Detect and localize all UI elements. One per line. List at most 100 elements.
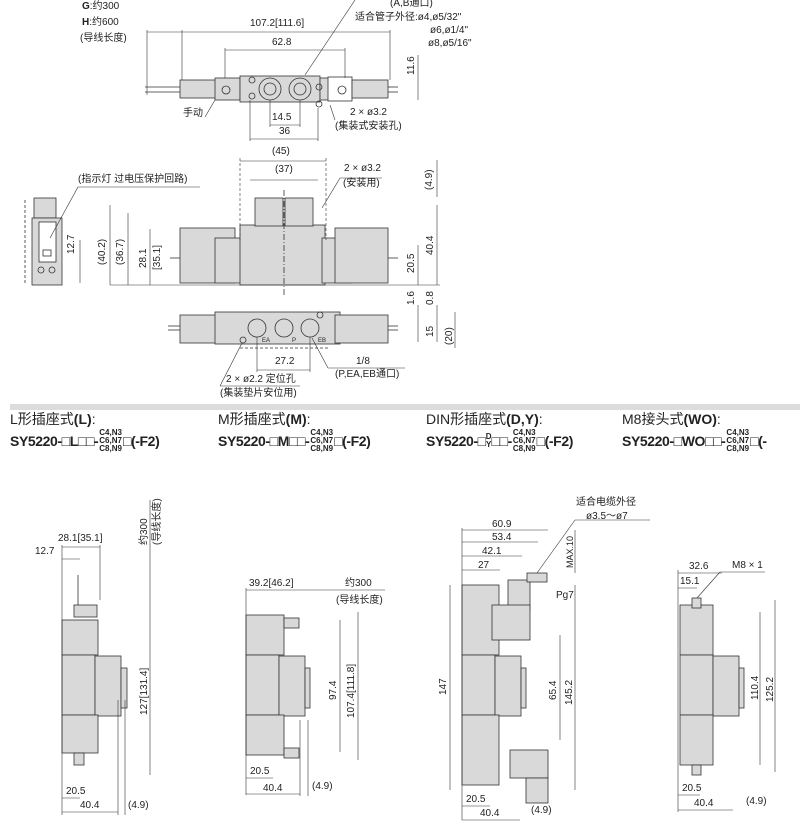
- din-cable-range: ø3.5～ø7: [586, 511, 628, 522]
- indicator-label: (指示灯 过电压保护回路): [78, 174, 188, 185]
- side-view-valve: [24, 197, 63, 286]
- h-value: :约600: [89, 17, 119, 28]
- pin-holes-note: (集装垫片安位用): [220, 388, 297, 399]
- bottom-dimensions: [219, 305, 456, 387]
- bottom-view-valve: [168, 311, 398, 349]
- dim-11-6: 11.6: [406, 56, 417, 75]
- m8-dim-15-1: 15.1: [680, 576, 700, 587]
- variant-title: DIN形插座式(D,Y):: [426, 412, 543, 427]
- din-dim-53-4: 53.4: [492, 532, 512, 543]
- code-prefix: SY5220-□L□□-: [10, 432, 99, 449]
- m-type-valve: [245, 614, 311, 759]
- dim-40-4: 40.4: [425, 235, 436, 255]
- code-suffix: □(-: [750, 432, 767, 449]
- m8-dim-4-9: (4.9): [746, 796, 767, 807]
- tube-od-label: 适合管子外径:ø4,ø5/32": [355, 12, 462, 23]
- section-divider: [10, 404, 800, 410]
- dim-27-2: 27.2: [275, 356, 295, 367]
- l-lead-note: (导线长度): [152, 498, 163, 545]
- din-max10: MAX.10: [565, 535, 575, 568]
- din-cable-label: 适合电缆外径: [576, 497, 636, 508]
- option-c4: C4,N3: [726, 428, 750, 437]
- ports-note: (P,EA,EB通口): [335, 369, 400, 380]
- m-dim-39: 39.2[46.2]: [249, 578, 294, 589]
- code-suffix: □(-F2): [334, 432, 371, 449]
- text-fragment: DIN形插座式: [426, 411, 507, 427]
- din-dim-65-4: 65.4: [548, 680, 559, 700]
- g-value: :约300: [89, 1, 120, 12]
- din-pg7: Pg7: [556, 590, 574, 601]
- din-dim-60-9: 60.9: [492, 519, 512, 530]
- port-p: P: [292, 338, 297, 344]
- dim-40-2: (40.2): [97, 238, 108, 265]
- l-dim-20-5: 20.5: [66, 786, 86, 797]
- text-fragment: (WO): [683, 411, 717, 427]
- m8-thread: M8 × 1: [732, 560, 763, 571]
- din-type-dimensions: [449, 519, 650, 821]
- m8-dim-110-4: 110.4: [750, 675, 761, 700]
- dim-14-5: 14.5: [272, 112, 292, 123]
- dim-1-6: 1.6: [406, 291, 417, 305]
- text-fragment: :: [538, 411, 543, 427]
- l-dim-40-4: 40.4: [80, 800, 100, 811]
- port-thread: 1/8: [356, 356, 370, 367]
- dim-20-5: 20.5: [406, 253, 417, 273]
- m8-type-dimensions: [677, 570, 776, 812]
- text-fragment: (D,Y): [506, 411, 539, 427]
- m-lead-note: (导线长度): [336, 595, 383, 606]
- l-dim-12-7: 12.7: [35, 546, 55, 557]
- din-dim-40-4: 40.4: [480, 808, 500, 819]
- dim-45: (45): [272, 146, 290, 157]
- dim-62-8: 62.8: [272, 37, 292, 48]
- front-view-valve: [170, 190, 398, 295]
- pin-holes: 2 × ø2.2 定位孔: [226, 374, 296, 385]
- text-fragment: :: [306, 411, 311, 427]
- variant-title: M8接头式(WO):: [622, 412, 721, 427]
- code-prefix: SY5220-□: [426, 432, 486, 449]
- option-c6: C6,N7: [310, 436, 334, 445]
- port-ea: EA: [262, 338, 271, 344]
- m-dim-107: 107.4[111.8]: [346, 663, 357, 718]
- manual-label: 手动: [183, 108, 203, 119]
- dim-4-9: (4.9): [424, 169, 435, 190]
- code-suffix: □(-F2): [536, 432, 574, 449]
- dim-20: (20): [444, 327, 455, 345]
- text-fragment: L形插座式: [10, 411, 74, 427]
- lead-length-note: (导线长度): [80, 33, 127, 44]
- variant-title: L形插座式(L):: [10, 412, 96, 427]
- l-lead: 约300: [139, 518, 150, 545]
- mount-holes: 2 × ø3.2: [350, 107, 387, 118]
- tube-od-label-3: ø8,ø5/16": [428, 38, 472, 49]
- top-view-valve: [145, 75, 398, 108]
- option-c8: C8,N9: [310, 444, 334, 453]
- din-dim-42-1: 42.1: [482, 546, 502, 557]
- mount-holes: 2 × ø3.2: [344, 163, 381, 174]
- option-dy: D Y: [485, 432, 492, 449]
- dim-28-1: 28.1: [138, 248, 149, 268]
- l-dim-28: 28.1[35.1]: [58, 533, 103, 544]
- option-c6: C6,N7: [726, 436, 750, 445]
- option-c8: C8,N9: [99, 444, 122, 453]
- text-fragment: (L): [73, 411, 92, 427]
- option-c4: C4,N3: [99, 428, 122, 437]
- code-suffix: □(-F2): [122, 432, 160, 449]
- din-dim-4-9: (4.9): [531, 805, 552, 816]
- dim-12-7: 12.7: [66, 234, 77, 254]
- g-key: G: [82, 1, 90, 12]
- h-key: H: [82, 17, 90, 28]
- front-dimensions: [49, 158, 440, 286]
- m8-dim-40-4: 40.4: [694, 798, 714, 809]
- m8-type-valve: [679, 597, 745, 776]
- variant-title: M形插座式(M):: [218, 412, 311, 427]
- din-type-valve: [461, 572, 549, 804]
- mount-holes-note: (安装用): [343, 178, 380, 189]
- top-dimensions: [146, 0, 419, 141]
- m-lead: 约300: [345, 578, 372, 589]
- code-middle: □□-: [491, 432, 513, 449]
